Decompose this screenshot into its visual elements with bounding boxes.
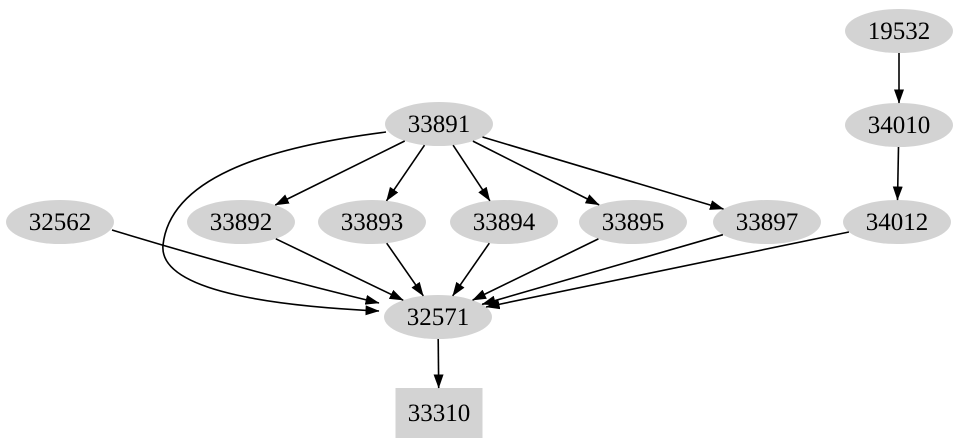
node-shape-ellipse-33894 [450, 200, 558, 244]
graph-node-32562: 32562 [6, 200, 114, 244]
node-shape-ellipse-34010 [845, 103, 953, 147]
edge-33891-to-33897 [482, 136, 724, 210]
edge-33894-to-32571 [452, 242, 490, 297]
edge-33891-to-33893 [385, 144, 426, 202]
graph-node-19532: 19532 [845, 9, 953, 53]
node-shape-ellipse-34012 [843, 200, 951, 244]
node-shape-ellipse-32571 [384, 295, 492, 339]
node-label-33893: 33893 [341, 209, 404, 236]
graph-node-33892: 33892 [187, 200, 295, 244]
edge-33892-to-32571 [275, 238, 404, 301]
edge-33893-to-32571 [386, 242, 424, 297]
node-label-33897: 33897 [736, 209, 799, 236]
node-label-32562: 32562 [29, 209, 92, 236]
edge-33891-to-33894 [452, 144, 491, 202]
graph-node-33893: 33893 [318, 200, 426, 244]
node-label-34010: 34010 [868, 112, 931, 139]
node-shape-ellipse-33891 [385, 102, 493, 146]
node-label-33895: 33895 [602, 209, 665, 236]
edge-33895-to-32571 [472, 238, 599, 301]
node-shape-ellipse-33895 [579, 200, 687, 244]
edge-34012-to-32571 [485, 231, 850, 310]
graph-node-32571: 32571 [384, 295, 492, 339]
edge-32571-to-33310 [433, 338, 444, 389]
edge-33897-to-32571 [481, 233, 724, 306]
node-shape-ellipse-32562 [6, 200, 114, 244]
graph-node-33310: 33310 [395, 388, 483, 438]
node-shape-ellipse-33897 [713, 200, 821, 244]
node-label-33894: 33894 [473, 209, 536, 236]
graph-node-33897: 33897 [713, 200, 821, 244]
node-label-34012: 34012 [866, 209, 929, 236]
graph-node-34012: 34012 [843, 200, 951, 244]
node-shape-ellipse-19532 [845, 9, 953, 53]
graph-node-34010: 34010 [845, 103, 953, 147]
node-label-33892: 33892 [210, 209, 273, 236]
graph-node-33891: 33891 [385, 102, 493, 146]
node-shape-ellipse-33892 [187, 200, 295, 244]
graph-node-33894: 33894 [450, 200, 558, 244]
node-label-19532: 19532 [868, 18, 931, 45]
graph-node-33895: 33895 [579, 200, 687, 244]
node-label-33891: 33891 [408, 111, 471, 138]
edge-33891-to-33895 [472, 140, 600, 206]
node-shape-box-33310 [395, 388, 483, 438]
node-shape-ellipse-33893 [318, 200, 426, 244]
edge-34010-to-34012 [892, 146, 903, 201]
node-label-32571: 32571 [407, 304, 470, 331]
edge-33891-to-33892 [274, 140, 406, 206]
node-label-33310: 33310 [408, 400, 471, 427]
edge-32562-to-32571 [111, 229, 380, 305]
